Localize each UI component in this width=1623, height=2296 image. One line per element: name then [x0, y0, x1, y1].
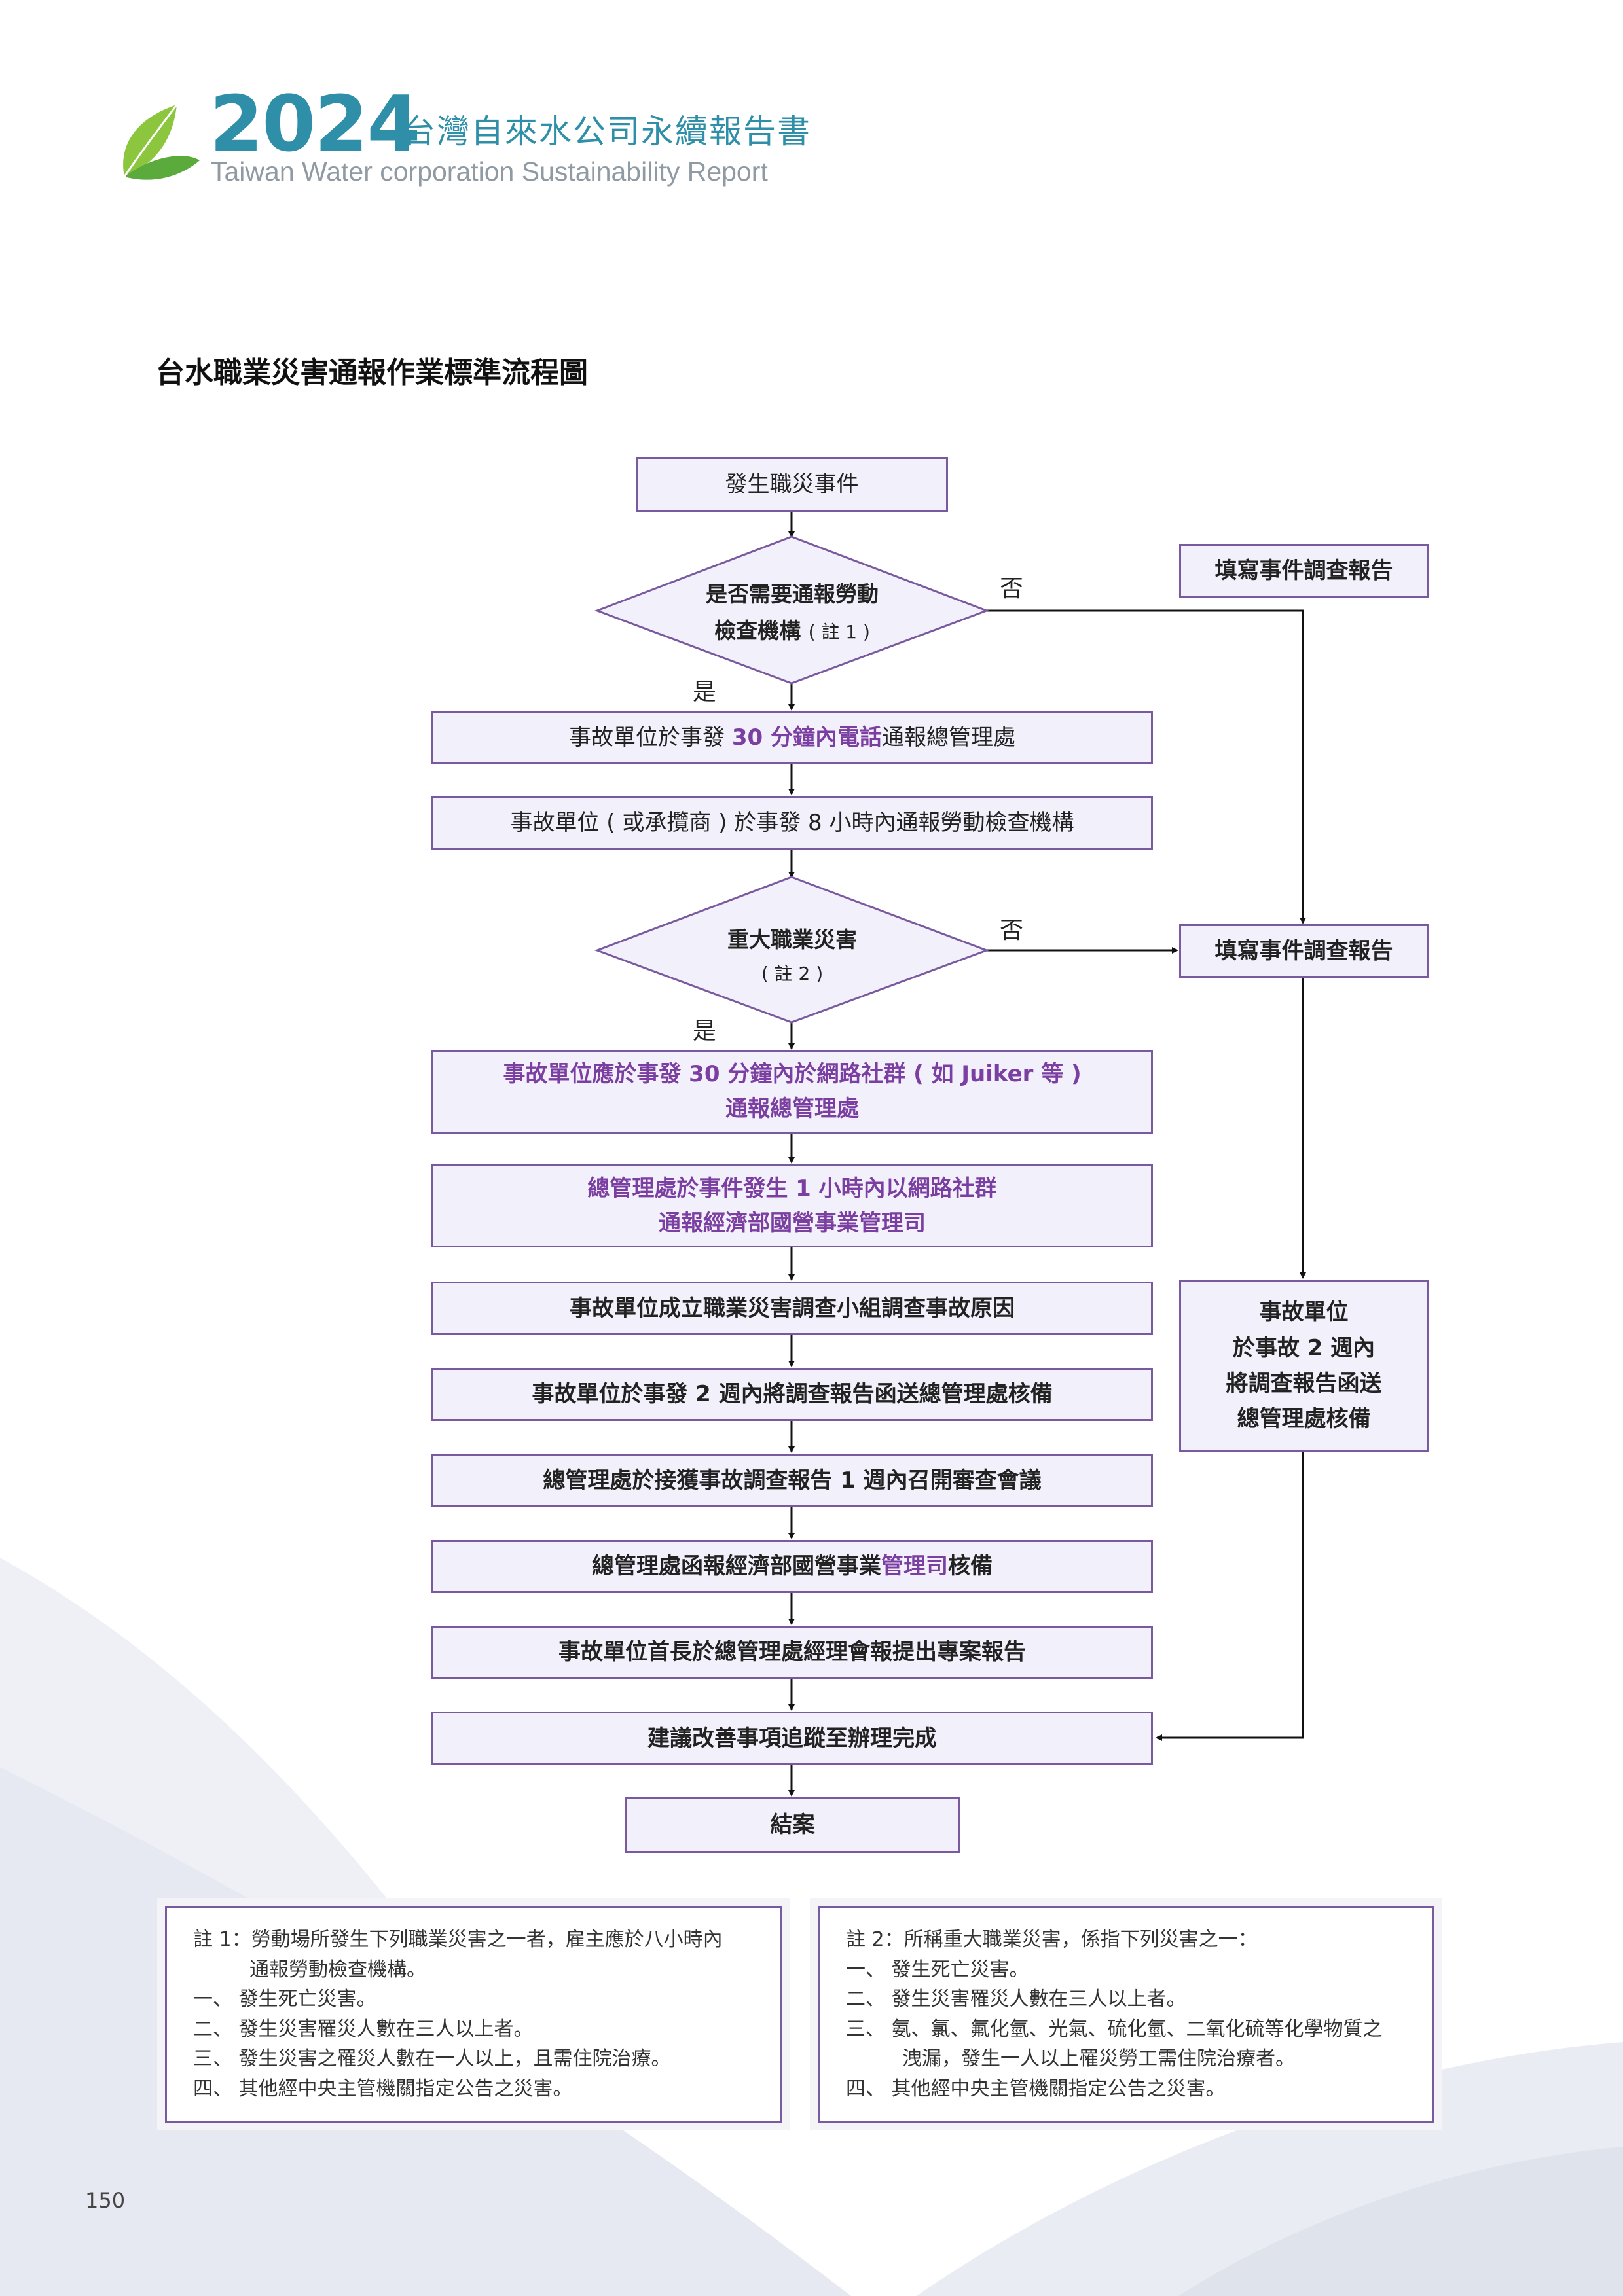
flow-step8-text: 總管理處函報經濟部國營事業管理司核備: [592, 1553, 993, 1580]
flow-step4-line2: 通報經濟部國營事業管理司: [659, 1210, 926, 1236]
decision1-yes-label: 是: [693, 679, 717, 706]
flow-end-text: 結案: [770, 1811, 815, 1838]
flow-start-text: 發生職災事件: [725, 471, 859, 497]
flow-step1-box: 事故單位於事發 30 分鐘內電話通報總管理處: [431, 711, 1153, 764]
note2-item: 四、 其他經中央主管機關指定公告之災害。: [846, 2077, 1226, 2100]
decision1-no-label: 否: [1000, 575, 1024, 602]
flow-step6-text: 事故單位於事發 2 週內將調查報告函送總管理處核備: [532, 1381, 1053, 1408]
note1-title: 註 1：勞動場所發生下列職業災害之一者，雇主應於八小時內: [193, 1928, 723, 1951]
flow-step6-box: 事故單位於事發 2 週內將調查報告函送總管理處核備: [431, 1368, 1153, 1421]
flow-step9-text: 事故單位首長於總管理處經理會報提出專案報告: [558, 1639, 1026, 1666]
decision1-line2: 檢查機構 ( 註 1 ): [714, 618, 870, 644]
flow-step2-box: 事故單位 ( 或承攬商 ) 於事發 8 小時內通報勞動檢查機構: [431, 796, 1153, 850]
decision2-line2: ( 註 2 ): [761, 963, 824, 985]
flow-step5-text: 事故單位成立職業災害調查小組調查事故原因: [570, 1295, 1015, 1321]
report-header: 2024 台灣自來水公司永續報告書 Taiwan Water corporati…: [111, 79, 831, 190]
side-box-bottom: 事故單位 於事故 2 週內 將調查報告函送 總管理處核備: [1179, 1280, 1429, 1452]
flow-step8-box: 總管理處函報經濟部國營事業管理司核備: [431, 1540, 1153, 1593]
flowchart-connectors: [594, 512, 1306, 1797]
decision1-line1: 是否需要通報勞動: [706, 581, 879, 607]
flow-step4-box: 總管理處於事件發生 1 小時內以網路社群 通報經濟部國營事業管理司: [431, 1164, 1153, 1247]
note1-item: 一、 發生死亡災害。: [193, 1988, 376, 2011]
leaf-logo-icon: [123, 104, 200, 180]
decision2-label: 重大職業災害 ( 註 2 ): [629, 922, 956, 990]
note2-item: 二、 發生災害罹災人數在三人以上者。: [846, 1988, 1186, 2011]
note2-item-cont: 洩漏，發生一人以上罹災勞工需住院治療者。: [902, 2047, 1295, 2071]
decision2-yes-label: 是: [693, 1018, 717, 1045]
decision1-label: 是否需要通報勞動 檢查機構 ( 註 1 ): [629, 576, 956, 649]
note1-box: 註 1：勞動場所發生下列職業災害之一者，雇主應於八小時內 通報勞動檢查機構。 一…: [165, 1906, 782, 2123]
decision2-line1: 重大職業災害: [727, 927, 857, 952]
flow-step10-box: 建議改善事項追蹤至辦理完成: [431, 1712, 1153, 1765]
note2-title: 註 2：所稱重大職業災害，係指下列災害之一：: [846, 1928, 1258, 1951]
flow-step9-box: 事故單位首長於總管理處經理會報提出專案報告: [431, 1626, 1153, 1679]
flow-step3-line2: 通報總管理處: [725, 1096, 859, 1122]
report-title-zh: 台灣自來水公司永續報告書: [403, 113, 811, 151]
page-number: 150: [85, 2188, 126, 2213]
note2-box: 註 2：所稱重大職業災害，係指下列災害之一： 一、 發生死亡災害。 二、 發生災…: [818, 1906, 1434, 2123]
note1-panel: 註 1：勞動場所發生下列職業災害之一者，雇主應於八小時內 通報勞動檢查機構。 一…: [157, 1898, 790, 2130]
side-box-bottom-line4: 總管理處核備: [1237, 1406, 1371, 1433]
decision2-diamond: [594, 876, 990, 1024]
flow-step1-text: 事故單位於事發 30 分鐘內電話通報總管理處: [569, 724, 1015, 751]
flow-start-box: 發生職災事件: [636, 457, 948, 512]
side-box-bottom-line2: 於事故 2 週內: [1232, 1335, 1376, 1361]
note2-panel: 註 2：所稱重大職業災害，係指下列災害之一： 一、 發生死亡災害。 二、 發生災…: [810, 1898, 1442, 2130]
side-box-top-text: 填寫事件調查報告: [1214, 557, 1393, 584]
flow-step3-box: 事故單位應於事發 30 分鐘內於網路社群 ( 如 Juiker 等 ) 通報總管…: [431, 1050, 1153, 1134]
side-box-mid: 填寫事件調查報告: [1179, 924, 1429, 978]
note1-title-cont: 通報勞動檢查機構。: [249, 1958, 426, 1981]
flow-step5-box: 事故單位成立職業災害調查小組調查事故原因: [431, 1282, 1153, 1335]
report-title-en: Taiwan Water corporation Sustainability …: [211, 156, 768, 187]
decision2-no-label: 否: [1000, 917, 1024, 944]
flow-step7-box: 總管理處於接獲事故調查報告 1 週內召開審查會議: [431, 1454, 1153, 1507]
arrow-side-bottom-to-step10: [1156, 1452, 1304, 1741]
page-title: 台水職業災害通報作業標準流程圖: [156, 356, 588, 389]
note2-item: 三、 氨、氯、氟化氫、光氣、硫化氫、二氧化硫等化學物質之: [846, 2017, 1383, 2041]
flow-step3-line1: 事故單位應於事發 30 分鐘內於網路社群 ( 如 Juiker 等 ): [503, 1061, 1082, 1088]
side-box-bottom-line1: 事故單位: [1259, 1299, 1349, 1326]
flow-step4-line1: 總管理處於事件發生 1 小時內以網路社群: [587, 1175, 997, 1202]
arrow-decision1-no: [987, 609, 1306, 924]
note1-item: 四、 其他經中央主管機關指定公告之災害。: [193, 2077, 573, 2100]
report-year: 2024: [210, 79, 420, 169]
decision1-diamond: [594, 535, 990, 685]
side-box-mid-text: 填寫事件調查報告: [1214, 937, 1393, 964]
note2-item: 一、 發生死亡災害。: [846, 1958, 1029, 1981]
side-box-bottom-line3: 將調查報告函送: [1226, 1371, 1382, 1397]
flow-step10-text: 建議改善事項追蹤至辦理完成: [647, 1725, 937, 1751]
side-box-top: 填寫事件調查報告: [1179, 544, 1429, 598]
flow-step2-text: 事故單位 ( 或承攬商 ) 於事發 8 小時內通報勞動檢查機構: [510, 810, 1074, 836]
flow-end-box: 結案: [625, 1797, 960, 1853]
flow-step7-text: 總管理處於接獲事故調查報告 1 週內召開審查會議: [543, 1467, 1042, 1494]
note1-item: 三、 發生災害之罹災人數在一人以上，且需住院治療。: [193, 2047, 671, 2071]
note1-item: 二、 發生災害罹災人數在三人以上者。: [193, 2017, 534, 2041]
